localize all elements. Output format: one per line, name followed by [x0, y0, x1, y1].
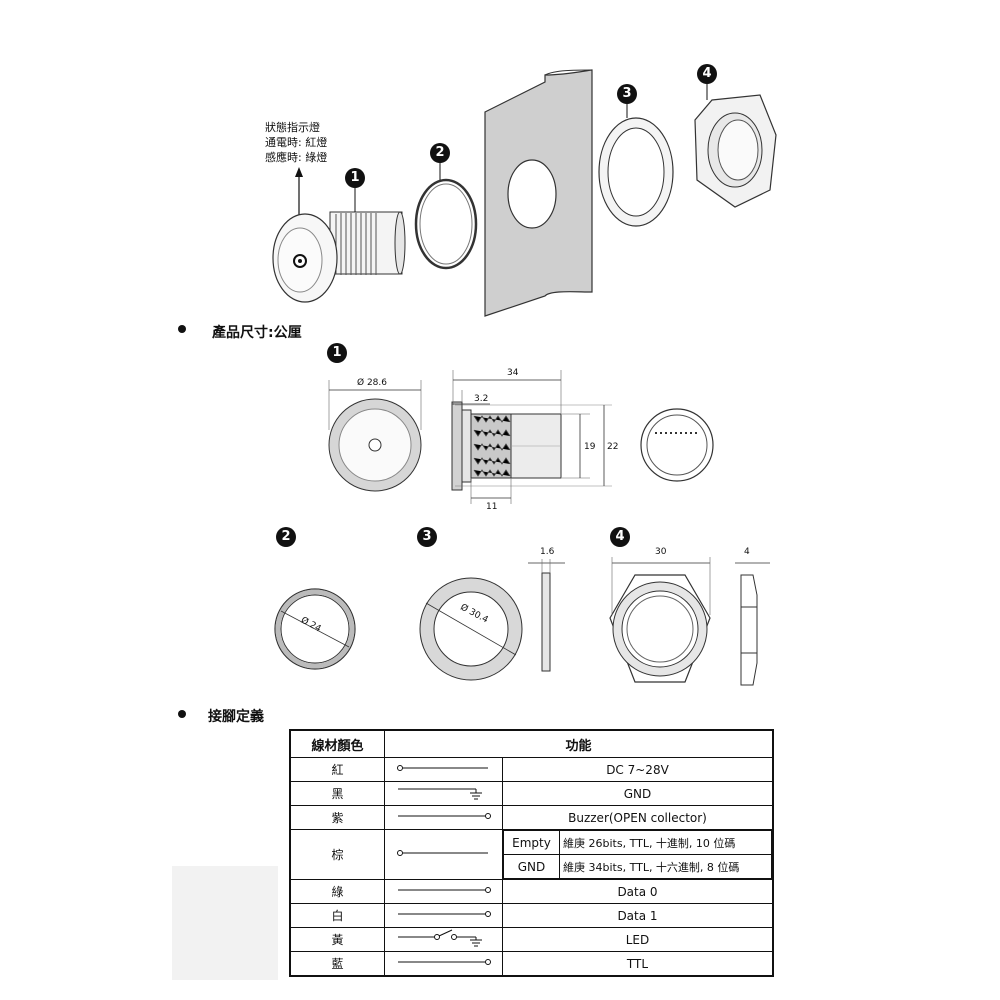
dim-nut-width: 30 — [655, 547, 667, 557]
wire-symbol-open-right — [384, 951, 503, 977]
wire-symbol-open-right — [384, 805, 503, 830]
pin-function: Data 0 — [502, 879, 774, 904]
bullet — [178, 710, 186, 718]
table-row: 棕 Empty 維庚 26bits, TTL, 十進制, 10 位碼 GND 維… — [289, 829, 774, 880]
part-number-2: 2 — [430, 143, 450, 163]
dimension-drawing-parts — [274, 557, 770, 686]
dim-nut-thickness: 4 — [744, 547, 750, 557]
ring-2 — [414, 178, 478, 270]
pin-function-options: Empty 維庚 26bits, TTL, 十進制, 10 位碼 GND 維庚 … — [502, 829, 774, 880]
table-row: 藍 TTL — [289, 951, 774, 977]
format-option-value: 維庚 34bits, TTL, 十六進制, 8 位碼 — [559, 854, 772, 879]
format-option-key: Empty — [503, 830, 560, 855]
format-option-row: Empty 維庚 26bits, TTL, 十進制, 10 位碼 — [503, 830, 772, 855]
format-options: Empty 維庚 26bits, TTL, 十進制, 10 位碼 GND 維庚 … — [503, 830, 772, 879]
indicator-note-line: 感應時: 綠燈 — [265, 151, 328, 164]
wire-symbol-ground — [384, 781, 503, 806]
pin-function: LED — [502, 927, 774, 952]
table-header-row: 線材顏色 功能 — [289, 729, 774, 758]
table-row: 黑 GND — [289, 781, 774, 806]
gray-block — [172, 866, 278, 980]
wire-color: 紫 — [289, 805, 385, 830]
wire-symbol-switch — [384, 927, 503, 952]
header-wire-color: 線材顏色 — [289, 729, 385, 758]
dim-thread-length: 11 — [486, 502, 498, 512]
table-row: 白 Data 1 — [289, 903, 774, 928]
part-number-1: 1 — [345, 168, 365, 188]
dim-thread-diameter: 19 — [584, 442, 596, 452]
wire-symbol-open-right — [384, 879, 503, 904]
pin-function: GND — [502, 781, 774, 806]
wire-color: 白 — [289, 903, 385, 928]
pin-function: Data 1 — [502, 903, 774, 928]
part-number-3: 3 — [617, 84, 637, 104]
table-row: 紅 DC 7~28V — [289, 757, 774, 782]
dim-body-diameter: 22 — [607, 442, 619, 452]
wire-color: 黑 — [289, 781, 385, 806]
format-option-key: GND — [503, 854, 560, 879]
table-row: 紫 Buzzer(OPEN collector) — [289, 805, 774, 830]
header-function: 功能 — [384, 729, 774, 758]
dimension-drawing-1 — [328, 370, 714, 504]
indicator-note: 狀態指示燈 通電時: 紅燈 感應時: 綠燈 — [265, 120, 327, 165]
wire-color: 黃 — [289, 927, 385, 952]
wire-symbol-open-right — [384, 903, 503, 928]
format-option-value: 維庚 26bits, TTL, 十進制, 10 位碼 — [559, 830, 772, 855]
part-number-4: 4 — [610, 527, 630, 547]
section-title-size: 產品尺寸:公厘 — [212, 325, 302, 341]
part-number-4: 4 — [697, 64, 717, 84]
bullet — [178, 325, 186, 333]
part-number-1: 1 — [327, 343, 347, 363]
dim-flange: 3.2 — [474, 394, 489, 404]
pin-function: Buzzer(OPEN collector) — [502, 805, 774, 830]
pin-function: DC 7~28V — [502, 757, 774, 782]
section-title-pins: 接腳定義 — [208, 709, 264, 725]
wire-color: 綠 — [289, 879, 385, 904]
dim-length: 34 — [507, 368, 519, 378]
pin-definition-table: 線材顏色 功能 紅 DC 7~28V 黑 GND 紫 Buzzer(OPEN c… — [289, 729, 774, 977]
dim-front-diameter: Ø 28.6 — [357, 378, 387, 388]
table-row: 黃 LED — [289, 927, 774, 952]
pin-function: TTL — [502, 951, 774, 977]
table-row: 綠 Data 0 — [289, 879, 774, 904]
part-number-2: 2 — [276, 527, 296, 547]
dim-ring3-thickness: 1.6 — [540, 547, 555, 557]
format-option-row: GND 維庚 34bits, TTL, 十六進制, 8 位碼 — [503, 854, 772, 879]
indicator-note-line: 通電時: 紅燈 — [265, 136, 328, 149]
wire-color: 紅 — [289, 757, 385, 782]
exploded-view — [272, 69, 777, 317]
wire-symbol-open-left — [384, 757, 503, 782]
reader-body — [272, 211, 406, 303]
wire-symbol-open-left — [384, 829, 503, 880]
part-number-3: 3 — [417, 527, 437, 547]
wire-color: 棕 — [289, 829, 385, 880]
wire-color: 藍 — [289, 951, 385, 977]
indicator-note-line: 狀態指示燈 — [265, 121, 320, 134]
